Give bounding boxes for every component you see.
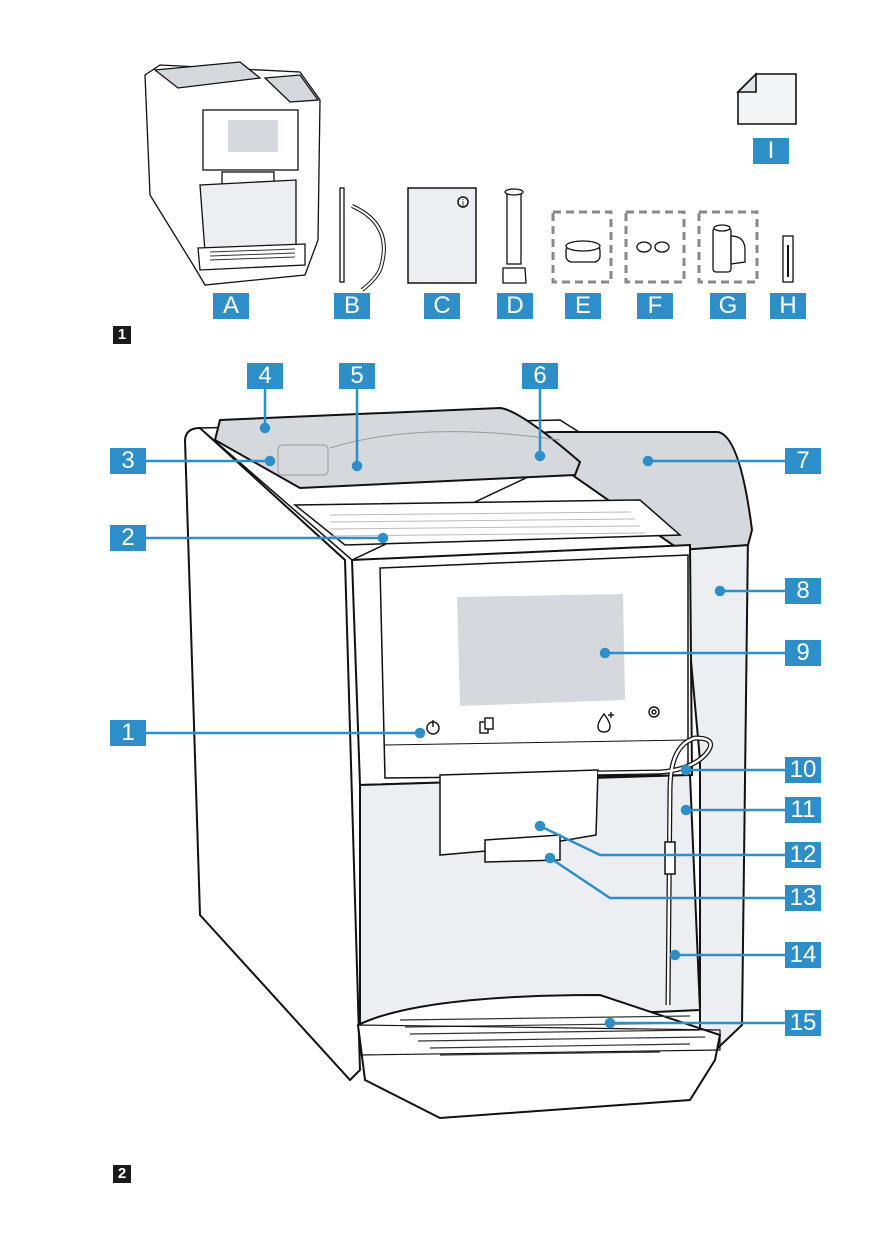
callout-2: 2 (110, 525, 146, 551)
dashed-boxes (551, 210, 759, 284)
item-a-machine-drawing (144, 61, 321, 286)
callout-14: 14 (785, 942, 821, 968)
item-f-tablets-drawing (636, 241, 670, 253)
label-item-f: F (637, 293, 673, 319)
item-c-booklet-drawing: i (407, 187, 477, 284)
label-item-d: D (497, 293, 533, 319)
callout-13: 13 (785, 885, 821, 911)
label-item-e: E (565, 293, 601, 319)
callout-12: 12 (785, 842, 821, 868)
callout-5: 5 (339, 363, 375, 389)
item-b-milk-tube-drawing (339, 187, 386, 292)
cups-icon[interactable] (479, 717, 494, 734)
callout-1: 1 (110, 720, 146, 746)
info-icon: i (462, 199, 465, 209)
callout-11: 11 (785, 797, 821, 823)
label-item-b: B (334, 293, 370, 319)
item-h-strip-drawing (782, 235, 794, 283)
callout-15: 15 (785, 1010, 821, 1036)
callout-9: 9 (785, 640, 821, 666)
label-item-g: G (710, 293, 746, 319)
figure-2-badge: 2 (113, 1165, 131, 1183)
label-item-h: H (770, 293, 806, 319)
item-i-cloth-drawing (736, 72, 797, 125)
label-item-i: I (753, 138, 789, 164)
callout-3: 3 (110, 448, 146, 474)
figure-1-badge: 1 (113, 326, 131, 344)
item-d-tool-drawing (502, 188, 527, 284)
item-e-box-drawing (565, 240, 601, 263)
power-icon[interactable] (426, 720, 440, 735)
label-item-a: A (213, 293, 249, 319)
leader-lines (146, 389, 785, 1029)
milk-drop-icon[interactable] (597, 712, 614, 733)
callout-8: 8 (785, 578, 821, 604)
machine-body (183, 406, 754, 1120)
label-item-c: C (424, 293, 460, 319)
callout-4: 4 (247, 363, 283, 389)
callout-6: 6 (522, 363, 558, 389)
callout-7: 7 (785, 448, 821, 474)
item-g-filter-drawing (712, 224, 746, 273)
callout-10: 10 (785, 757, 821, 783)
settings-gear-icon[interactable] (648, 706, 660, 718)
